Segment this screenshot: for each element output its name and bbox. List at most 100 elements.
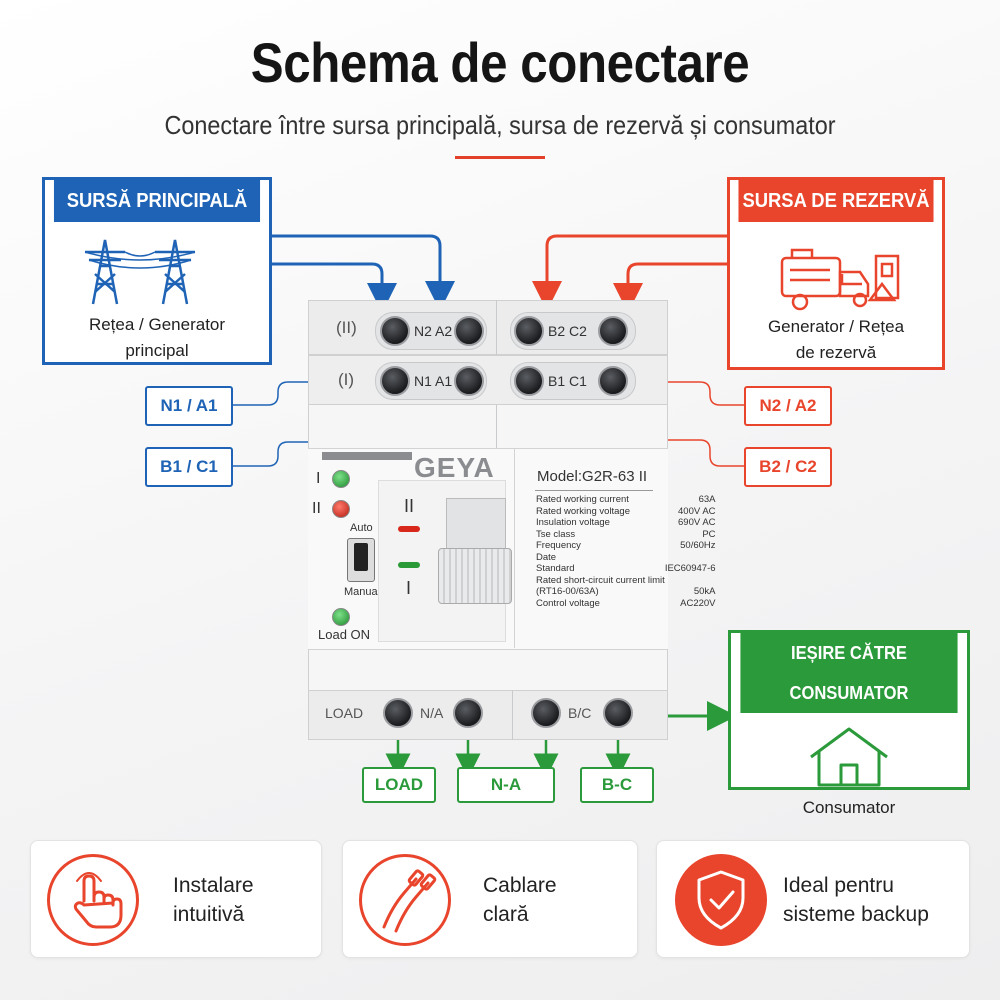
spec-row: Standard IEC60947-6 xyxy=(536,563,716,575)
generator-icon xyxy=(780,248,900,311)
spec-row: (RT16-00/63A)50kA xyxy=(536,586,716,598)
hand-pointer-icon xyxy=(47,854,139,946)
output-label: Consumator xyxy=(802,798,896,817)
load-on-label: Load ON xyxy=(318,627,371,642)
screw-terminal xyxy=(454,366,484,396)
page-title: Schema de conectare xyxy=(250,31,750,94)
spec-value: 400V AC xyxy=(678,505,716,517)
manual-handle[interactable] xyxy=(438,548,512,604)
tag-n2-a2: N2 / A2 xyxy=(744,386,832,426)
spec-value: 690V AC xyxy=(678,517,716,528)
brand-logo: GEYA xyxy=(414,452,495,483)
tag-n1-a1: N1 / A1 xyxy=(145,386,233,426)
spec-key: Date xyxy=(536,551,557,563)
screw-terminal xyxy=(531,698,561,728)
spec-key: Standard xyxy=(536,563,575,574)
feature-2-line1: Cablare xyxy=(483,874,557,897)
spec-value: IEC60947-6 xyxy=(664,563,716,574)
spec-value: 63A xyxy=(698,494,716,505)
backup-source-header: SURSA DE REZERVĂ xyxy=(738,180,934,222)
wire-tag-b2c2 xyxy=(665,439,744,467)
terminal-row-output xyxy=(308,690,668,740)
wire-tag-n2a2 xyxy=(635,381,744,406)
bottom-divider xyxy=(512,690,513,740)
output-header: IEȘIRE CĂTRE CONSUMATOR xyxy=(740,633,958,713)
led-2-label: II xyxy=(312,500,321,517)
auto-label: Auto xyxy=(350,522,373,534)
tag-n-a: N-A xyxy=(457,767,555,803)
spec-value xyxy=(665,575,716,587)
spec-key: (RT16-00/63A) xyxy=(536,586,599,597)
switch-pos-ii: II xyxy=(404,496,415,516)
spec-row: Frequency 50/60Hz xyxy=(536,540,716,552)
backup-source-label-1: Generator / Rețea xyxy=(767,317,905,336)
auto-manual-switch[interactable] xyxy=(347,538,375,582)
led-source-2 xyxy=(332,500,350,518)
row-ii-mark: (II) xyxy=(336,318,357,337)
spec-key: Control voltage xyxy=(536,597,600,609)
spec-row: Control voltage AC220V xyxy=(536,598,716,610)
output-na-label: N/A xyxy=(420,705,444,721)
screw-terminal xyxy=(514,316,544,346)
output-load-label: LOAD xyxy=(325,705,364,721)
spec-key: Rated short-circuit current limit xyxy=(536,574,665,586)
feature-3-line1: Ideal pentru xyxy=(783,874,894,897)
shield-check-icon xyxy=(675,854,767,946)
terminal-label-b2c2: B2 C2 xyxy=(548,323,587,339)
spec-value: AC220V xyxy=(680,597,716,609)
feature-2-line2: clară xyxy=(483,903,529,926)
spec-value: 50/60Hz xyxy=(680,540,716,551)
feature-1-line1: Instalare xyxy=(173,874,254,897)
wire-tag-b1c1 xyxy=(232,441,308,467)
screw-terminal xyxy=(598,316,628,346)
backup-source-label-2: de rezervă xyxy=(795,343,877,362)
feature-card-2: Cablare clară xyxy=(342,840,638,958)
main-source-box: SURSĂ PRINCIPALĂ Rețea / Generator princ… xyxy=(42,177,272,365)
spec-key: Tse class xyxy=(536,528,576,540)
spec-row: Rated working current 63A xyxy=(536,494,716,506)
screw-terminal xyxy=(380,316,410,346)
wire-backup-1 xyxy=(532,234,727,311)
panel-divider xyxy=(514,448,515,648)
main-source-label-2: principal xyxy=(125,341,189,360)
screw-terminal xyxy=(603,698,633,728)
main-source-header: SURSĂ PRINCIPALĂ xyxy=(53,180,261,222)
wire-main-1 xyxy=(272,234,455,311)
spec-key: Rated working current xyxy=(536,494,629,505)
tag-b-c: B-C xyxy=(580,767,654,803)
power-tower-icon xyxy=(84,239,196,305)
spec-row: Rated short-circuit current limit xyxy=(536,575,716,587)
feature-1-line2: intuitivă xyxy=(173,903,245,926)
tag-b2-c2: B2 / C2 xyxy=(744,447,832,487)
feature-3-line2: sisteme backup xyxy=(783,903,929,926)
screw-terminal xyxy=(453,698,483,728)
indicator-green xyxy=(398,562,420,568)
terminal-label-n1a1: N1 A1 xyxy=(414,373,453,389)
screw-terminal xyxy=(514,366,544,396)
indicator-red xyxy=(398,526,420,532)
spec-row: Date xyxy=(536,552,716,564)
house-icon xyxy=(810,727,888,787)
spec-row: Insulation voltage 690V AC xyxy=(536,517,716,529)
terminal-label-b1c1: B1 C1 xyxy=(548,373,587,389)
terminal-label-n2a2: N2 A2 xyxy=(414,323,453,339)
led-load-on xyxy=(332,608,350,626)
spec-value: PC xyxy=(702,528,716,540)
wire-tag-n1a1 xyxy=(232,381,308,406)
wire-main-2 xyxy=(272,262,397,313)
led-1-label: I xyxy=(316,470,321,487)
screw-terminal xyxy=(598,366,628,396)
row-i-mark: (I) xyxy=(338,370,355,389)
manual-label: Manual xyxy=(344,586,381,598)
spec-key: Frequency xyxy=(536,540,581,551)
screw-terminal xyxy=(454,316,484,346)
output-bc-label: B/C xyxy=(568,705,592,721)
title-underline xyxy=(455,156,545,159)
tag-b1-c1: B1 / C1 xyxy=(145,447,233,487)
switch-pos-i: I xyxy=(406,578,412,598)
model-rule xyxy=(535,490,653,491)
main-source-label-1: Rețea / Generator xyxy=(88,315,226,334)
spec-key: Insulation voltage xyxy=(536,517,610,528)
model-label: Model:G2R-63 II xyxy=(537,468,648,485)
